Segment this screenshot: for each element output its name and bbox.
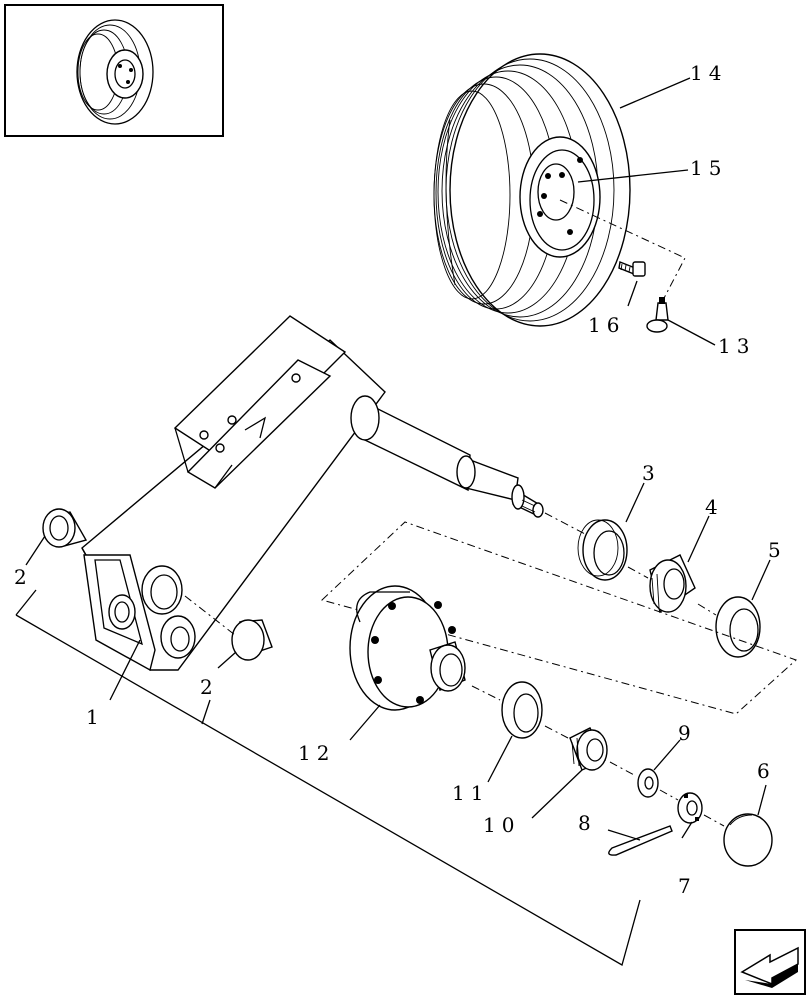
outer-bearing-cone — [569, 727, 608, 771]
inner-bearing-cone — [649, 554, 696, 614]
back-arrow-icon[interactable] — [734, 929, 806, 995]
callout-9: 9 — [678, 721, 697, 745]
callout-13: 14 — [690, 61, 727, 85]
callout-labels: 14 15 16 13 3 4 5 2 2 1 12 9 6 11 8 10 7 — [14, 61, 787, 898]
wheel-bolt — [618, 261, 646, 277]
axle-spindle — [350, 395, 544, 518]
callout-7: 7 — [678, 874, 697, 898]
seal-upper — [141, 565, 183, 615]
callout-6: 6 — [757, 759, 776, 783]
callout-10: 10 — [483, 813, 520, 837]
wheel-rim — [519, 136, 601, 258]
seal-lower — [160, 615, 196, 659]
inner-bearing-cup — [715, 596, 761, 658]
callout-2-right: 2 — [200, 675, 219, 699]
leader-lines — [15, 77, 771, 966]
callout-8: 8 — [578, 811, 597, 835]
valve-stem — [646, 297, 669, 333]
callout-5: 5 — [768, 538, 787, 562]
callout-2-left: 2 — [14, 565, 33, 589]
bushing-right — [231, 619, 273, 661]
callout-11: 11 — [452, 781, 489, 805]
wheel-hub — [349, 585, 466, 711]
callout-14: 15 — [690, 156, 727, 180]
callout-12: 12 — [298, 741, 335, 765]
washer — [637, 768, 659, 798]
grease-seal — [577, 519, 628, 581]
outer-bearing-cup — [501, 681, 543, 739]
bushing-left — [42, 508, 88, 548]
callout-16: 16 — [588, 313, 625, 337]
dust-cap — [723, 813, 773, 867]
callout-4: 4 — [705, 495, 724, 519]
castle-nut — [677, 792, 703, 824]
cotter-pin — [608, 825, 673, 856]
axle-bracket — [81, 315, 386, 672]
callout-1: 1 — [86, 705, 105, 729]
callout-3: 3 — [642, 461, 661, 485]
wheel-thumbnail-icon[interactable] — [4, 4, 224, 137]
callout-15: 13 — [718, 334, 755, 358]
